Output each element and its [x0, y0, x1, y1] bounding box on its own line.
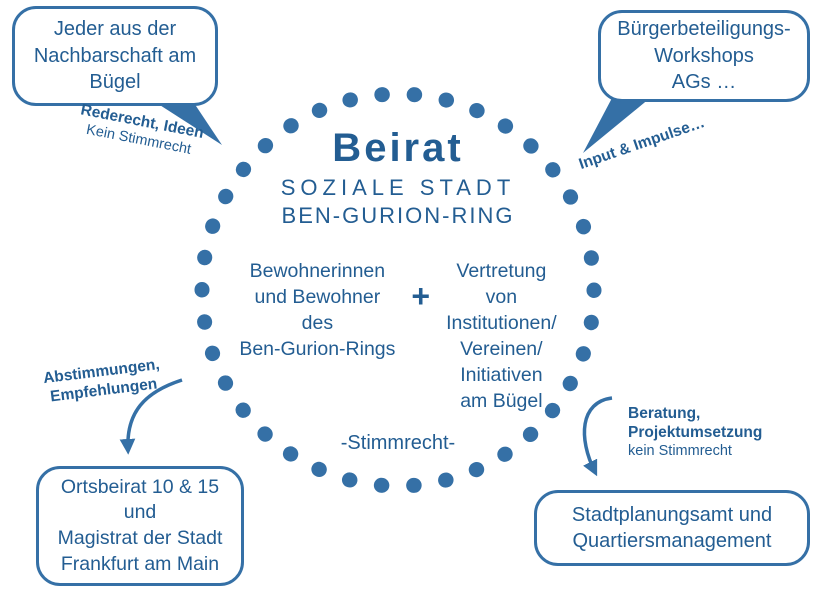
bubble-tail-top-left	[152, 100, 222, 145]
dotted-circle	[194, 86, 602, 494]
annotation-regular: kein Stimmrecht	[628, 443, 732, 459]
bubble-line: Frankfurt am Main	[60, 552, 220, 575]
circle-title: Beirat	[332, 126, 464, 170]
institutions-line: Institutionen/	[446, 312, 557, 334]
bubble-line: Ortsbeirat 10 & 15	[60, 475, 220, 498]
voting-right-label: -Stimmrecht-	[340, 432, 456, 454]
residents-line: des	[301, 312, 334, 334]
bubble-tail-top-right	[583, 98, 650, 153]
bubble-ortsbeirat: Ortsbeirat 10 & 15 und Magistrat der Sta…	[36, 466, 244, 586]
arrow-to-bottom-left	[119, 378, 183, 455]
bubble-line: Bügel	[89, 71, 141, 94]
annotation-bottom-right: Beratung, Projektumsetzung kein Stimmrec…	[628, 404, 762, 460]
bubble-line: Magistrat der Stadt	[57, 527, 223, 549]
institutions-line: Initiativen	[460, 364, 543, 386]
member-groups: Bewohnerinnen und Bewohner des Ben-Gurio…	[239, 258, 556, 414]
circle-subtitle-2: BEN-GURION-RING	[281, 203, 515, 228]
institutions-line: von	[485, 286, 518, 308]
bubble-line: Jeder aus der	[53, 18, 177, 41]
circle-subtitle-1: SOZIALE STADT	[280, 175, 516, 200]
annotation-bold: Projektumsetzung	[628, 424, 763, 441]
bubble-line: Quartiersmanagement	[572, 530, 772, 552]
residents-line: Bewohnerinnen	[249, 260, 386, 282]
arrow-to-bottom-right	[582, 396, 613, 477]
residents-group: Bewohnerinnen und Bewohner des Ben-Gurio…	[239, 258, 395, 362]
bubble-line: AGs …	[671, 71, 737, 94]
bubble-stadtplanungsamt: Stadtplanungsamt und Quartiersmanagement	[534, 490, 810, 566]
bubble-workshops: Bürgerbeteiligungs- Workshops AGs …	[598, 10, 810, 102]
bubble-line: Bürgerbeteiligungs-	[617, 18, 791, 41]
institutions-line: am Bügel	[460, 390, 543, 412]
institutions-group: Vertretung von Institutionen/ Vereinen/ …	[446, 258, 557, 414]
residents-line: Ben-Gurion-Rings	[239, 338, 396, 360]
bubble-neighbourhood: Jeder aus der Nachbarschaft am Bügel	[12, 6, 218, 106]
circle-headline: Beirat SOZIALE STADT BEN-GURION-RING	[281, 126, 516, 229]
institutions-line: Vereinen/	[460, 338, 543, 360]
bubble-line: Stadtplanungsamt und	[571, 503, 773, 526]
annotation-bold: Beratung,	[628, 405, 701, 422]
plus-sign: +	[411, 278, 431, 314]
institutions-line: Vertretung	[456, 260, 547, 282]
bubble-line: und	[123, 501, 157, 524]
residents-line: und Bewohner	[254, 286, 381, 308]
bubble-line: Workshops	[654, 44, 754, 67]
bubble-line: Nachbarschaft am	[33, 44, 197, 67]
